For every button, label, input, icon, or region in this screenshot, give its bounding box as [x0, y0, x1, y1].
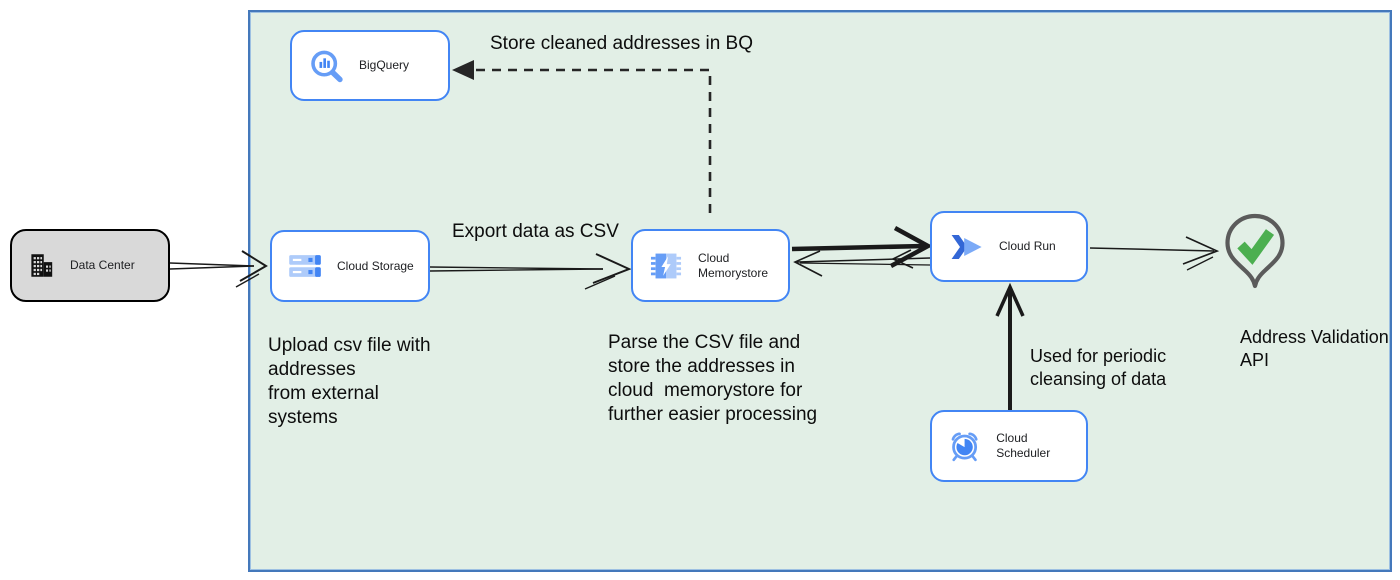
cloud-boundary-container — [248, 10, 1392, 572]
annotation-line: addresses — [268, 359, 356, 380]
annotation-export-csv: Export data as CSV — [452, 221, 619, 242]
node-label: Cloud Memorystore — [698, 250, 769, 280]
node-cloud-scheduler[interactable]: Cloud Scheduler — [930, 410, 1088, 482]
node-address-validation-api[interactable] — [1222, 211, 1288, 305]
node-cloud-storage[interactable]: Cloud Storage — [270, 230, 430, 302]
annotation-line: cleansing of data — [1030, 369, 1167, 389]
annotation-parse-csv: Parse the CSV file and store the address… — [608, 331, 817, 427]
node-data-center[interactable]: Data Center — [10, 229, 170, 302]
node-cloud-run[interactable]: Cloud Run — [930, 211, 1088, 282]
annotation-store-bq: Store cleaned addresses in BQ — [490, 33, 753, 54]
bigquery-magnifier-icon — [311, 50, 343, 82]
building-icon — [31, 254, 53, 277]
node-label: Cloud Scheduler — [996, 431, 1051, 460]
annotation-line: from external — [268, 383, 379, 404]
annotation-line: Upload csv file with — [268, 335, 431, 356]
annotation-line: systems — [268, 407, 338, 428]
annotation-line: store the addresses in — [608, 356, 795, 377]
cloud-run-icon — [951, 234, 982, 259]
address-validation-api-label: Address Validation API — [1240, 327, 1389, 370]
memorystore-chip-icon — [650, 253, 682, 278]
annotation-line: Used for periodic — [1030, 346, 1167, 366]
scheduler-alarm-clock-icon — [951, 432, 978, 462]
annotation-upload-csv: Upload csv file with addresses from exte… — [268, 334, 431, 430]
annotation-periodic-cleansing: Used for periodic cleansing of data — [1030, 345, 1166, 391]
map-pin-check-icon — [1225, 213, 1285, 289]
annotation-line: further easier processing — [608, 404, 818, 425]
node-label: Data Center — [70, 258, 135, 272]
storage-buckets-icon — [289, 255, 321, 277]
annotation-line: cloud memorystore for — [608, 380, 803, 401]
node-label: BigQuery — [359, 58, 410, 72]
node-label: Cloud Run — [999, 239, 1056, 253]
annotation-line: Parse the CSV file and — [608, 332, 801, 353]
node-bigquery[interactable]: BigQuery — [290, 30, 450, 101]
node-label: Cloud Storage — [337, 258, 414, 273]
node-cloud-memorystore[interactable]: Cloud Memorystore — [631, 229, 790, 302]
